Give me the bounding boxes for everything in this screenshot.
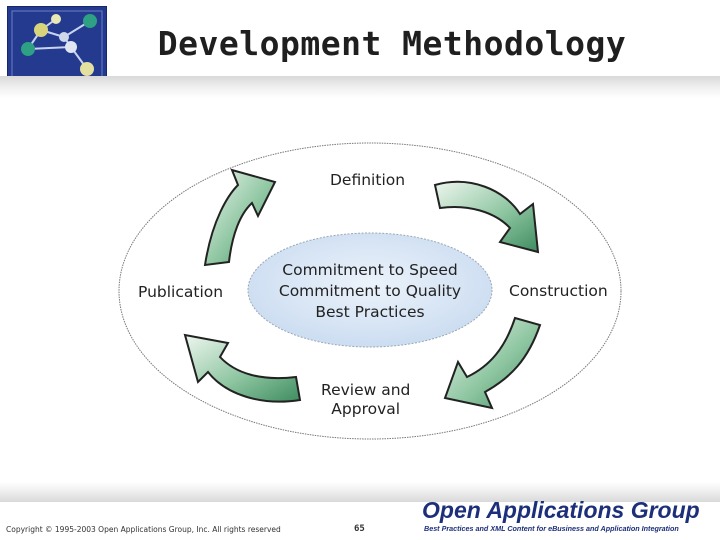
curved-arrow-top-right: [433, 180, 540, 254]
review-line-2: Approval: [331, 400, 401, 418]
curved-arrow-bottom-right: [443, 316, 542, 410]
phase-review-label: Review and Approval: [318, 381, 414, 419]
review-line-1: Review and: [321, 381, 411, 399]
brand-tagline: Best Practices and XML Content for eBusi…: [424, 524, 679, 533]
curved-arrow-top-left: [203, 168, 277, 267]
center-commitments: Commitment to Speed Commitment to Qualit…: [258, 260, 482, 323]
phase-publication-label: Publication: [135, 282, 227, 302]
brand-name: Open Applications Group: [422, 497, 700, 523]
page-title: Development Methodology: [157, 24, 627, 63]
logo: [7, 6, 107, 82]
center-ellipse: [247, 232, 493, 348]
brand-logo: Open Applications Group Best Practices a…: [416, 497, 716, 537]
network-nodes-logo-icon: [11, 10, 103, 78]
header-divider-band: [0, 76, 720, 98]
outer-cycle-ellipse: [118, 142, 622, 440]
phase-definition-label: Definition: [327, 170, 409, 190]
curved-arrow-bottom-left: [183, 333, 302, 403]
phase-construction-label: Construction: [506, 281, 611, 301]
footer-divider-band: [0, 482, 720, 502]
center-line-speed: Commitment to Speed: [282, 261, 458, 279]
center-line-quality: Commitment to Quality: [278, 282, 462, 300]
center-line-best-practices: Best Practices: [315, 303, 425, 321]
page-number: 65: [354, 524, 365, 534]
copyright-notice: Copyright © 1995-2003 Open Applications …: [6, 525, 281, 534]
